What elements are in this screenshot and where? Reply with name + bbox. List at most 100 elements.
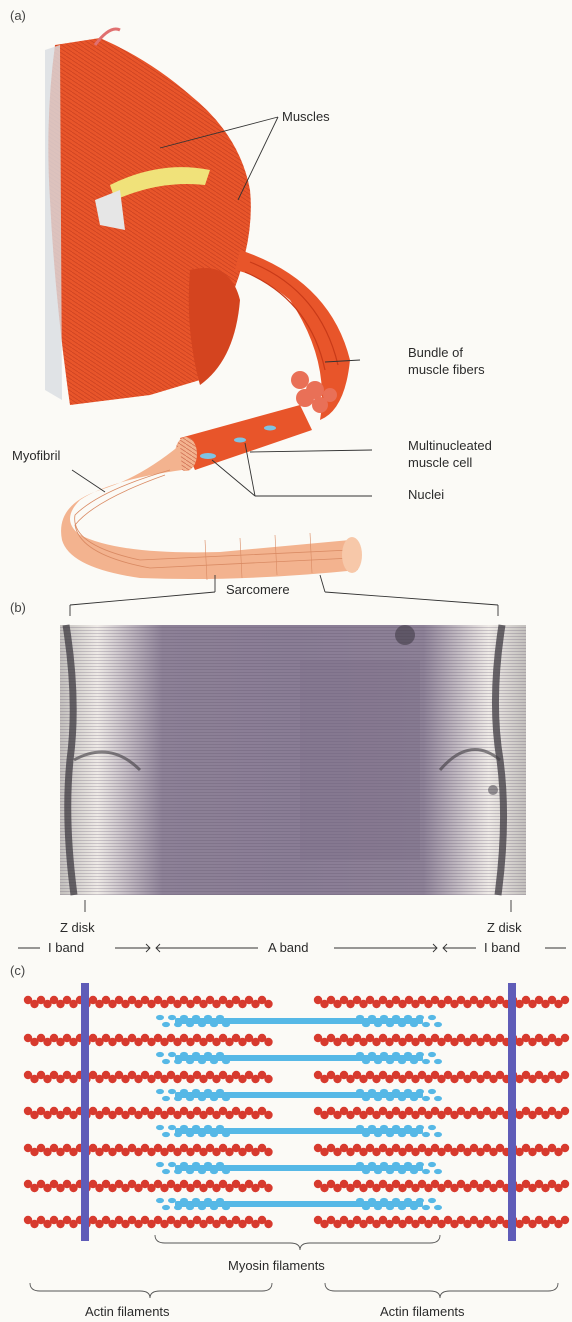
myosin-head bbox=[404, 1162, 412, 1167]
label-multinucleated-line2: muscle cell bbox=[408, 455, 472, 470]
myosin-head bbox=[380, 1089, 388, 1094]
myosin-head bbox=[180, 1089, 188, 1094]
myosin-head bbox=[380, 1015, 388, 1020]
actin-bead bbox=[561, 1216, 569, 1224]
myosin-head bbox=[434, 1169, 442, 1174]
myosin-head bbox=[186, 1022, 194, 1027]
myosin-head bbox=[180, 1125, 188, 1130]
myosin-head bbox=[398, 1059, 406, 1064]
myosin-head bbox=[374, 1096, 382, 1101]
myosin-head bbox=[192, 1015, 200, 1020]
muscle-fiber-bundle bbox=[235, 250, 350, 420]
label-myofibril: Myofibril bbox=[12, 448, 61, 463]
myosin-head bbox=[198, 1169, 206, 1174]
myosin-head bbox=[392, 1015, 400, 1020]
myosin-head bbox=[416, 1052, 424, 1057]
myosin-head bbox=[162, 1205, 170, 1210]
myosin-head bbox=[386, 1132, 394, 1137]
myosin-head bbox=[410, 1169, 418, 1174]
myosin-head bbox=[174, 1096, 182, 1101]
myosin-head bbox=[404, 1052, 412, 1057]
myosin-head bbox=[422, 1205, 430, 1210]
myosin-head bbox=[222, 1132, 230, 1137]
myosin-head bbox=[434, 1205, 442, 1210]
label-z-disk-right: Z disk bbox=[487, 920, 522, 935]
myosin-head bbox=[428, 1052, 436, 1057]
myosin-head bbox=[368, 1052, 376, 1057]
myosin-head bbox=[210, 1059, 218, 1064]
myosin-head bbox=[434, 1132, 442, 1137]
myosin-head bbox=[168, 1162, 176, 1167]
myosin-head bbox=[198, 1022, 206, 1027]
myosin-head bbox=[174, 1022, 182, 1027]
myosin-head bbox=[428, 1162, 436, 1167]
myosin-head bbox=[392, 1089, 400, 1094]
myosin-head bbox=[210, 1205, 218, 1210]
actin-bead bbox=[561, 1071, 569, 1079]
myosin-head bbox=[434, 1096, 442, 1101]
myosin-head bbox=[386, 1205, 394, 1210]
actin-bead bbox=[264, 1148, 272, 1156]
myosin-head bbox=[404, 1198, 412, 1203]
myosin-head bbox=[368, 1125, 376, 1130]
myosin-head bbox=[386, 1096, 394, 1101]
myosin-head bbox=[174, 1059, 182, 1064]
myosin-head bbox=[216, 1015, 224, 1020]
label-multinucleated-line1: Multinucleated bbox=[408, 438, 492, 453]
myosin-head bbox=[186, 1059, 194, 1064]
myosin-head bbox=[380, 1125, 388, 1130]
myosin-head bbox=[410, 1205, 418, 1210]
myosin-head bbox=[386, 1059, 394, 1064]
actin-bead bbox=[561, 1034, 569, 1042]
myosin-head bbox=[156, 1052, 164, 1057]
myosin-head bbox=[410, 1059, 418, 1064]
label-actin-filaments-left: Actin filaments bbox=[85, 1304, 170, 1319]
myosin-head bbox=[222, 1059, 230, 1064]
myosin-head bbox=[174, 1132, 182, 1137]
myosin-head bbox=[428, 1089, 436, 1094]
myosin-head bbox=[422, 1096, 430, 1101]
myosin-head bbox=[434, 1022, 442, 1027]
myosin-head bbox=[180, 1162, 188, 1167]
myosin-head bbox=[362, 1169, 370, 1174]
myosin-head bbox=[398, 1205, 406, 1210]
label-muscles: Muscles bbox=[282, 109, 330, 124]
myosin-head bbox=[416, 1162, 424, 1167]
myosin-head bbox=[374, 1205, 382, 1210]
myosin-head bbox=[404, 1015, 412, 1020]
myosin-head bbox=[204, 1162, 212, 1167]
myosin-head bbox=[428, 1015, 436, 1020]
myosin-head bbox=[380, 1162, 388, 1167]
myosin-head bbox=[368, 1089, 376, 1094]
myosin-head bbox=[410, 1132, 418, 1137]
myosin-head bbox=[422, 1059, 430, 1064]
label-nuclei: Nuclei bbox=[408, 487, 444, 502]
actin-bead bbox=[264, 1184, 272, 1192]
myosin-head bbox=[192, 1162, 200, 1167]
myosin-head bbox=[356, 1015, 364, 1020]
myosin-head bbox=[174, 1169, 182, 1174]
myosin-head bbox=[222, 1169, 230, 1174]
myosin-head bbox=[216, 1198, 224, 1203]
myosin-head bbox=[156, 1089, 164, 1094]
actin-bead bbox=[561, 1180, 569, 1188]
myosin-head bbox=[362, 1059, 370, 1064]
myosin-head bbox=[368, 1162, 376, 1167]
myosin-head bbox=[204, 1015, 212, 1020]
myosin-head bbox=[404, 1125, 412, 1130]
myosin-head bbox=[380, 1198, 388, 1203]
label-myosin-filaments: Myosin filaments bbox=[228, 1258, 325, 1273]
myofibril-illustration bbox=[61, 445, 362, 580]
myosin-head bbox=[362, 1132, 370, 1137]
myosin-head bbox=[362, 1096, 370, 1101]
label-i-band-left: I band bbox=[48, 940, 84, 955]
myosin-head bbox=[180, 1052, 188, 1057]
myosin-head bbox=[216, 1052, 224, 1057]
label-actin-filaments-right: Actin filaments bbox=[380, 1304, 465, 1319]
z-line-right bbox=[508, 983, 516, 1241]
myosin-head bbox=[416, 1198, 424, 1203]
myosin-head bbox=[198, 1059, 206, 1064]
myosin-head bbox=[398, 1132, 406, 1137]
myosin-head bbox=[356, 1162, 364, 1167]
